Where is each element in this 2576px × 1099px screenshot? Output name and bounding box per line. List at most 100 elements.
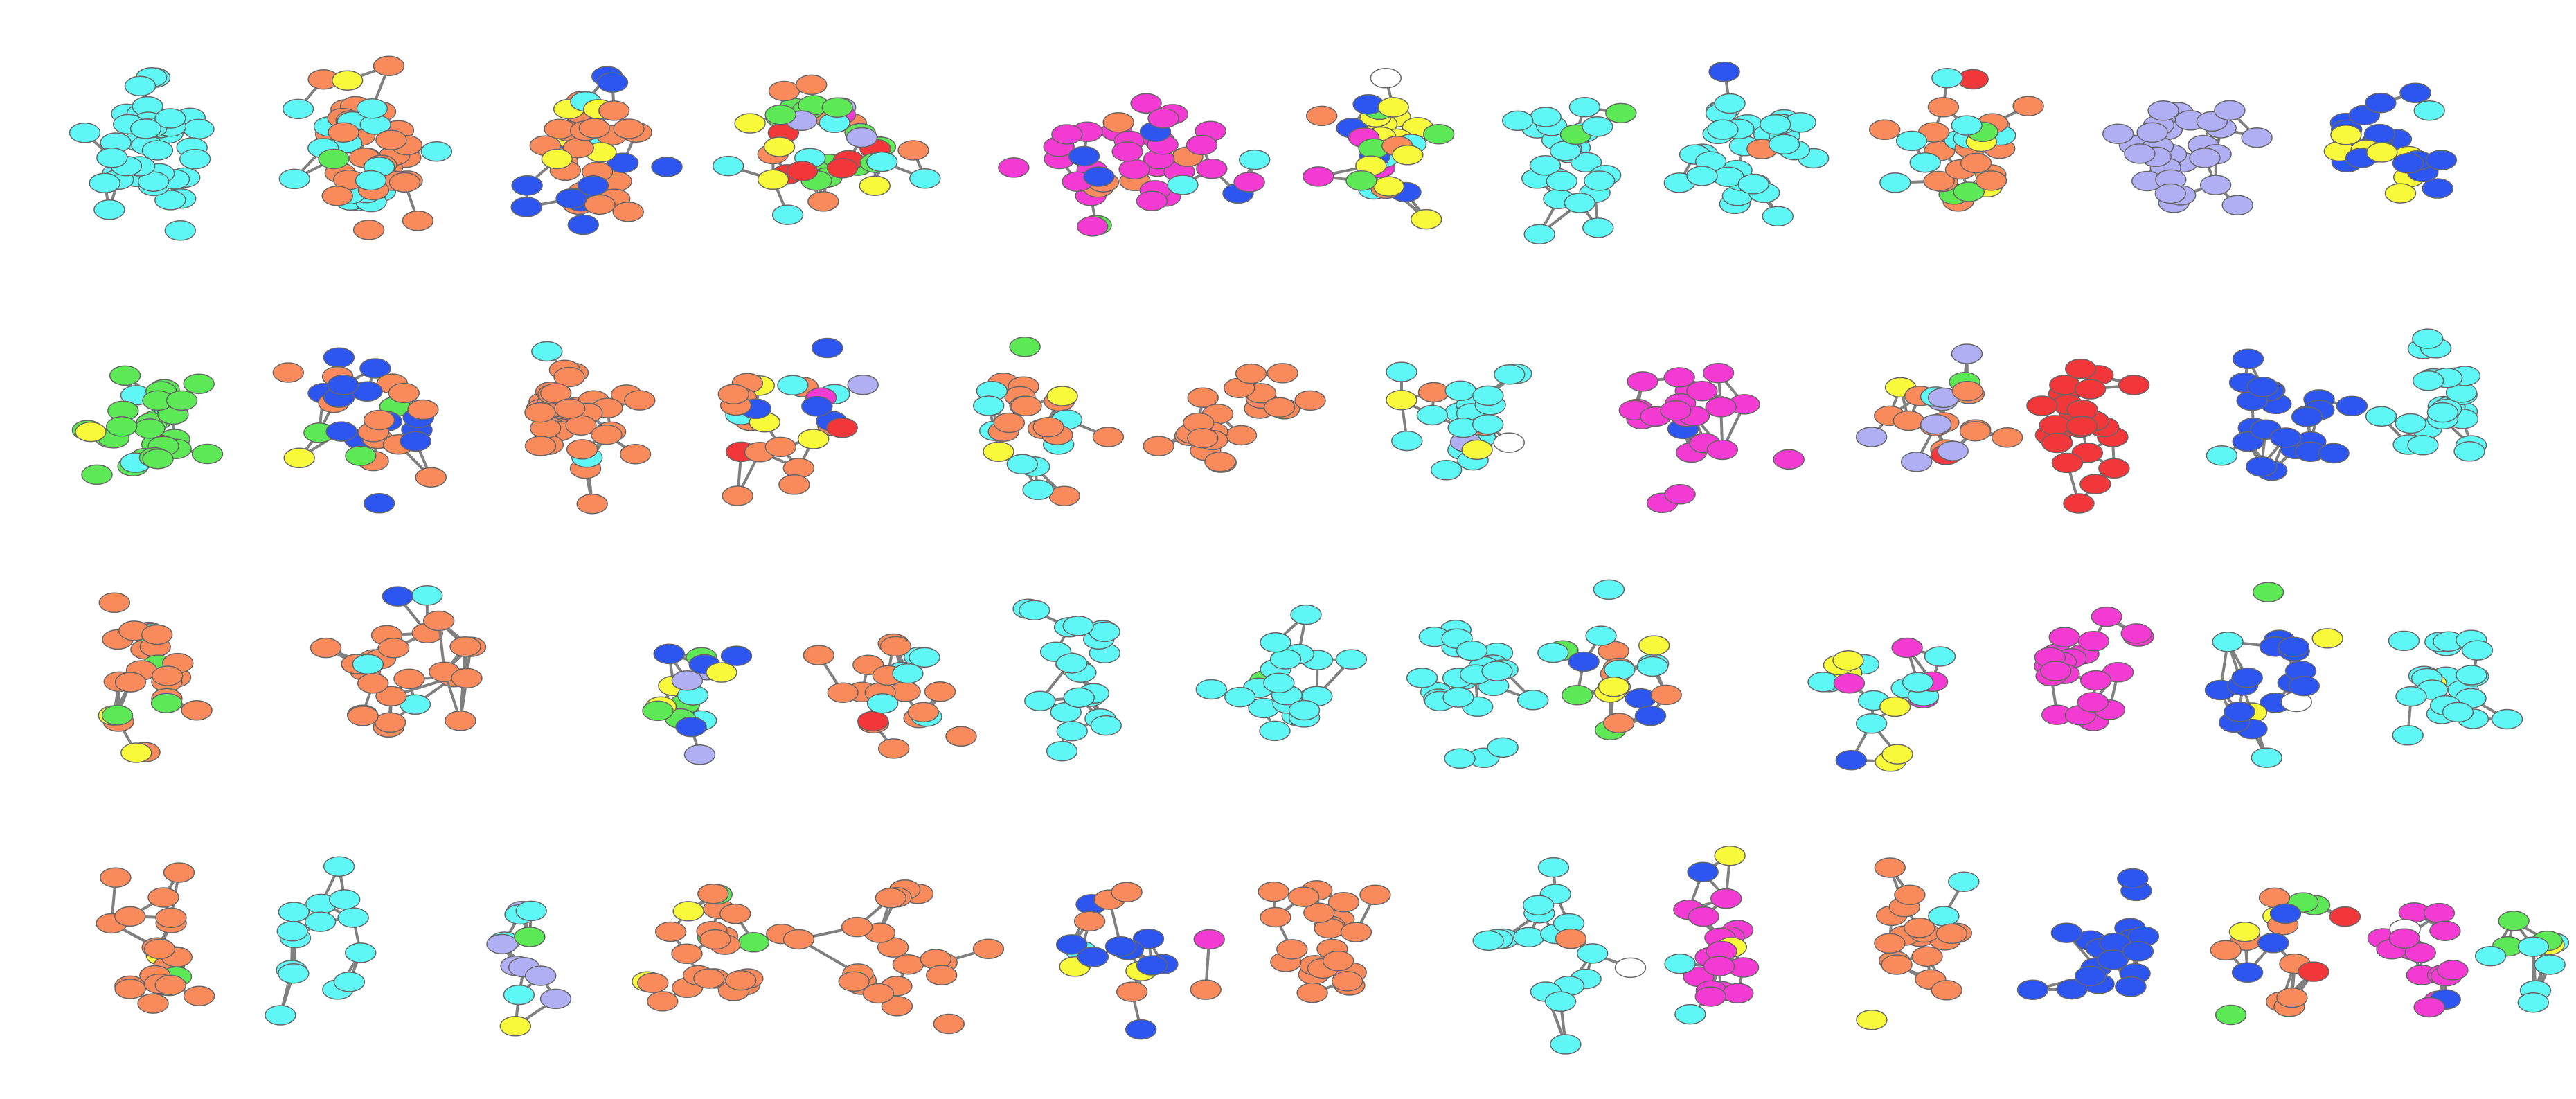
graph-node-cyan xyxy=(1674,1003,1706,1025)
graph-node-cyan xyxy=(2392,725,2424,746)
network-graph xyxy=(486,900,572,1037)
graph-nodes xyxy=(2365,328,2487,462)
graph-node-blue xyxy=(2291,406,2323,427)
graph-node-blue xyxy=(2122,941,2154,962)
graph-node-orange xyxy=(566,439,598,460)
graph-node-lavender xyxy=(1951,343,1983,364)
graph-node-cyan xyxy=(1576,943,1609,964)
network-graph xyxy=(1386,361,1532,481)
graph-node-green xyxy=(191,443,224,465)
graph-node-orange xyxy=(1010,395,1042,417)
graph-nodes xyxy=(717,337,879,506)
graph-node-blue xyxy=(2231,667,2263,688)
graph-node-orange xyxy=(114,906,146,927)
graph-nodes xyxy=(265,856,377,1026)
graph-node-orange xyxy=(449,636,481,657)
graph-node-magenta xyxy=(2048,627,2080,647)
graph-nodes xyxy=(2474,911,2570,1013)
graph-node-orange xyxy=(613,118,645,139)
graph-node-orange xyxy=(363,409,395,431)
graph-node-cyan xyxy=(1260,632,1291,653)
graph-node-red xyxy=(2298,961,2329,982)
graph-node-cyan xyxy=(2517,936,2550,957)
graph-node-cyan xyxy=(1456,640,1488,661)
graph-node-magenta xyxy=(2404,942,2436,963)
graph-node-orange xyxy=(1951,380,1984,402)
graph-node-lavender xyxy=(539,988,572,1010)
graph-nodes xyxy=(712,74,941,225)
graph-node-cyan xyxy=(137,171,170,192)
graph-node-orange xyxy=(553,366,585,388)
graph-nodes xyxy=(2034,606,2154,731)
graph-node-orange xyxy=(388,382,420,404)
graph-node-magenta xyxy=(1663,367,1695,388)
graph-node-cyan xyxy=(866,151,898,172)
graph-node-orange xyxy=(154,974,186,996)
graph-node-cyan xyxy=(972,395,1005,416)
graph-node-orange xyxy=(2012,96,2044,116)
graph-node-cyan xyxy=(1006,454,1039,475)
graph-node-yellow xyxy=(1598,676,1630,697)
graph-node-blue xyxy=(2115,976,2147,997)
network-graph xyxy=(1195,604,1368,742)
graph-node-blue xyxy=(1083,166,1115,187)
graph-node-lavender xyxy=(2147,100,2179,121)
graph-node-blue xyxy=(510,197,542,217)
graph-node-orange xyxy=(1322,950,1354,972)
graph-node-orange xyxy=(1893,410,1925,431)
graph-node-orange xyxy=(725,970,757,991)
graph-node-cyan xyxy=(1501,110,1534,132)
graph-nodes xyxy=(1143,363,1326,473)
graph-node-green xyxy=(1345,170,1377,191)
graph-node-orange xyxy=(841,916,873,938)
graph-node-cyan xyxy=(1056,653,1088,674)
graph-nodes xyxy=(2102,100,2273,215)
graph-node-cyan xyxy=(278,168,311,190)
graph-node-yellow xyxy=(1046,386,1078,406)
graph-node-blue xyxy=(1077,947,1109,967)
graph-node-cyan xyxy=(1544,991,1577,1012)
graph-nodes xyxy=(2388,629,2523,746)
graph-node-cyan xyxy=(1523,224,1555,244)
graph-node-blue xyxy=(596,72,629,93)
network-graph xyxy=(2034,606,2154,731)
graph-node-red xyxy=(2066,416,2098,436)
network-graph xyxy=(2210,887,2361,1026)
graph-node-blue xyxy=(1634,705,1667,726)
graph-node-orange xyxy=(181,699,213,721)
graph-node-yellow xyxy=(706,662,737,683)
graph-node-orange xyxy=(137,993,169,1014)
graph-node-lavender xyxy=(1900,452,1933,472)
graph-node-cyan xyxy=(2442,702,2474,723)
graph-node-blue xyxy=(1132,928,1165,949)
graph-node-green xyxy=(764,104,796,125)
graph-node-blue xyxy=(720,645,753,666)
graph-node-blue xyxy=(2365,92,2397,114)
graph-node-orange xyxy=(945,726,977,747)
graph-node-red xyxy=(2063,493,2095,514)
graph-node-cyan xyxy=(1762,206,1794,226)
network-graph xyxy=(2026,358,2150,514)
graph-node-orange xyxy=(1894,884,1926,906)
graph-node-cyan xyxy=(1537,857,1570,878)
network-graph xyxy=(71,365,224,485)
graph-node-blue xyxy=(1568,651,1600,672)
graph-node-blue xyxy=(1835,749,1868,771)
network-graph xyxy=(422,610,487,731)
graph-node-cyan xyxy=(1090,715,1122,736)
graph-node-green xyxy=(81,464,113,485)
graph-node-orange xyxy=(114,979,146,999)
graph-node-cyan xyxy=(164,220,197,241)
graph-nodes xyxy=(272,347,447,514)
network-graph xyxy=(1856,857,1980,1030)
graph-node-orange xyxy=(407,399,439,420)
graph-nodes xyxy=(1386,361,1532,481)
graph-node-cyan xyxy=(2365,406,2397,427)
graph-nodes xyxy=(1012,598,1122,762)
graph-node-orange xyxy=(897,140,929,161)
graph-node-magenta xyxy=(2423,902,2456,924)
graph-node-orange xyxy=(1187,427,1219,449)
graph-node-orange xyxy=(155,907,187,929)
graph-node-orange xyxy=(347,706,379,726)
graph-node-blue xyxy=(2399,82,2431,103)
